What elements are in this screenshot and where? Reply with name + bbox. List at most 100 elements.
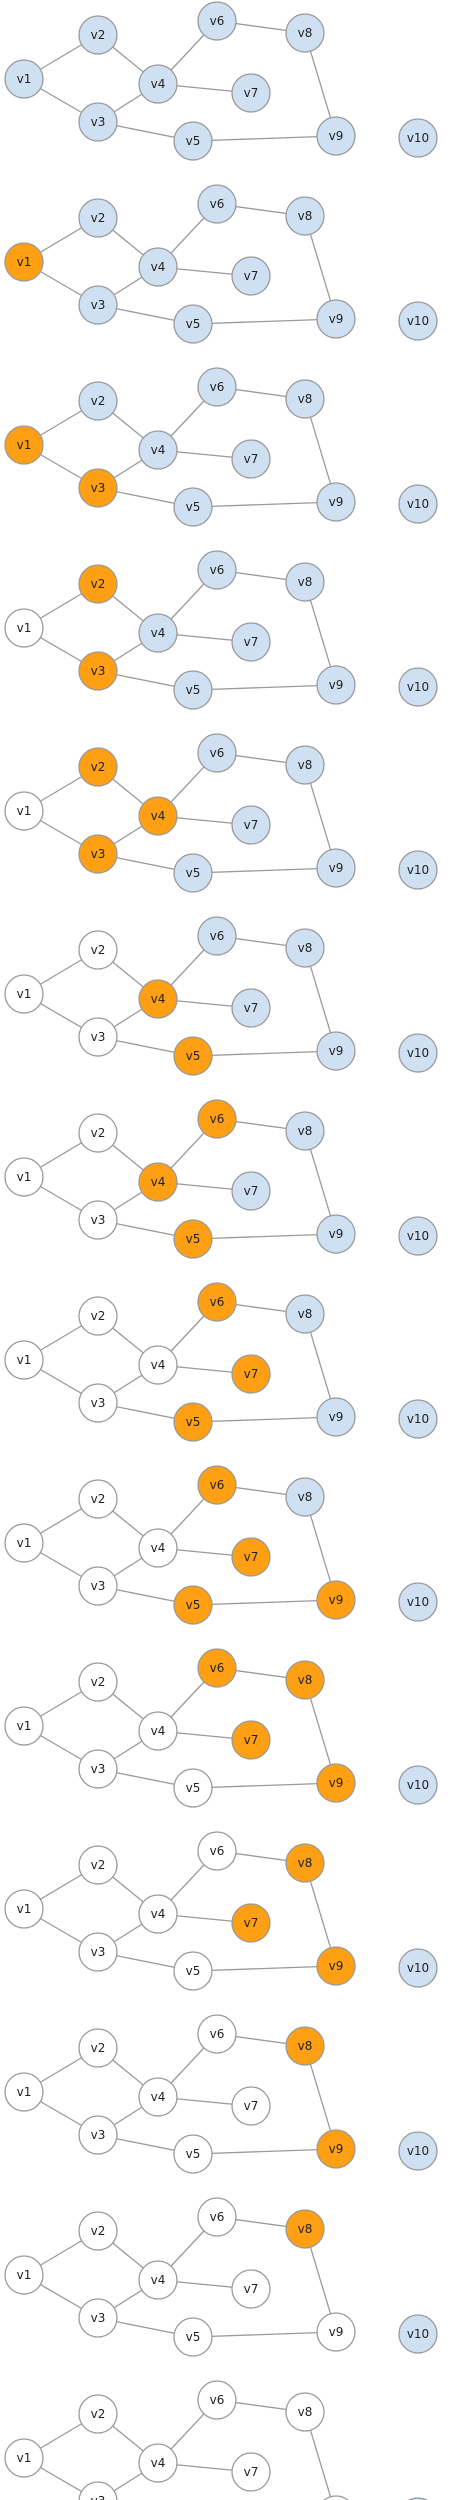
node-label: v5 <box>186 866 201 880</box>
node-v8: v8 <box>285 2026 325 2066</box>
edge-v5-v9 <box>192 318 337 325</box>
node-label: v7 <box>244 452 259 466</box>
node-circle <box>78 930 118 970</box>
node-label: v4 <box>151 260 166 274</box>
node-label: v4 <box>151 1175 166 1189</box>
node-v9: v9 <box>323 2495 349 2500</box>
node-v8: v8 <box>285 1660 325 1700</box>
node-v8: v8 <box>285 379 325 419</box>
node-v8: v8 <box>285 562 325 602</box>
node-label: v1 <box>17 2451 32 2465</box>
node-label: v9 <box>329 2325 344 2339</box>
node-label: v5 <box>186 317 201 331</box>
node-label: v8 <box>298 2405 313 2419</box>
node-label: v3 <box>91 1945 106 1959</box>
node-circle <box>173 1402 213 1442</box>
edge-v5-v9 <box>192 1050 337 1057</box>
node-label: v3 <box>91 847 106 861</box>
node-circle <box>78 1296 118 1336</box>
node-label: v5 <box>186 1598 201 1612</box>
node-circle <box>398 1948 438 1988</box>
node-v6: v6 <box>197 733 237 773</box>
node-circle <box>4 791 44 831</box>
node-circle <box>4 2072 44 2112</box>
node-circle <box>197 1648 237 1688</box>
node-v3: v3 <box>78 834 118 874</box>
node-label: v1 <box>17 1170 32 1184</box>
node-v5: v5 <box>173 2134 213 2174</box>
node-label: v3 <box>91 664 106 678</box>
node-circle <box>398 667 438 707</box>
node-label: v1 <box>17 438 32 452</box>
node-circle <box>4 974 44 1014</box>
edge-v5-v9 <box>192 2148 337 2155</box>
node-label: v7 <box>244 2282 259 2296</box>
node-circle <box>78 2394 118 2434</box>
node-label: v7 <box>244 2465 259 2479</box>
node-v4: v4 <box>138 2260 178 2300</box>
node-label: v3 <box>91 298 106 312</box>
node-circle <box>231 988 271 1028</box>
node-label: v9 <box>329 1776 344 1790</box>
node-circle <box>78 564 118 604</box>
node-label: v4 <box>151 992 166 1006</box>
edge-v5-v9 <box>192 1965 337 1972</box>
node-circle <box>398 484 438 524</box>
node-circle <box>173 2317 213 2357</box>
node-v9: v9 <box>316 1031 356 1071</box>
node-label: v8 <box>298 758 313 772</box>
node-v10: v10 <box>398 1033 438 1073</box>
node-circle <box>285 1660 325 1700</box>
node-circle <box>398 1033 438 1073</box>
node-circle <box>4 59 44 99</box>
node-circle <box>231 1720 271 1760</box>
node-v3: v3 <box>78 285 118 325</box>
node-circle <box>138 64 178 104</box>
node-v5: v5 <box>173 853 213 893</box>
node-label: v3 <box>91 1762 106 1776</box>
node-label: v9 <box>329 312 344 326</box>
node-circle <box>78 2298 118 2338</box>
node-v2: v2 <box>78 564 118 604</box>
node-circle <box>316 1214 356 1254</box>
node-label: v1 <box>17 1902 32 1916</box>
node-label: v2 <box>91 943 106 957</box>
node-circle <box>138 2077 178 2117</box>
node-label: v7 <box>244 1001 259 1015</box>
node-v6: v6 <box>197 2014 237 2054</box>
node-v5: v5 <box>173 304 213 344</box>
node-v10: v10 <box>398 1216 438 1256</box>
node-v3: v3 <box>78 1566 118 1606</box>
node-v5: v5 <box>173 487 213 527</box>
node-label: v7 <box>244 1367 259 1381</box>
node-v5: v5 <box>173 1402 213 1442</box>
node-label: v5 <box>186 1232 201 1246</box>
node-label: v6 <box>210 1844 225 1858</box>
node-v6: v6 <box>197 2380 237 2420</box>
node-label: v5 <box>186 1964 201 1978</box>
node-v8: v8 <box>285 13 325 53</box>
node-circle <box>78 747 118 787</box>
node-circle <box>173 1768 213 1808</box>
node-label: v2 <box>91 760 106 774</box>
node-label: v6 <box>210 197 225 211</box>
node-circle <box>285 379 325 419</box>
node-label: v2 <box>91 211 106 225</box>
node-label: v4 <box>151 2090 166 2104</box>
node-v7: v7 <box>231 988 271 1028</box>
node-v4: v4 <box>138 247 178 287</box>
node-v5: v5 <box>173 1036 213 1076</box>
node-circle <box>78 2481 118 2500</box>
node-label: v3 <box>91 2494 106 2500</box>
node-v7: v7 <box>231 1171 271 1211</box>
node-v6: v6 <box>197 1831 237 1871</box>
node-label: v10 <box>407 680 429 694</box>
node-label: v7 <box>244 818 259 832</box>
node-label: v5 <box>186 1781 201 1795</box>
node-label: v3 <box>91 1213 106 1227</box>
node-circle <box>197 2380 237 2420</box>
node-label: v10 <box>407 497 429 511</box>
edge-v5-v9 <box>192 1233 337 1240</box>
node-label: v1 <box>17 804 32 818</box>
